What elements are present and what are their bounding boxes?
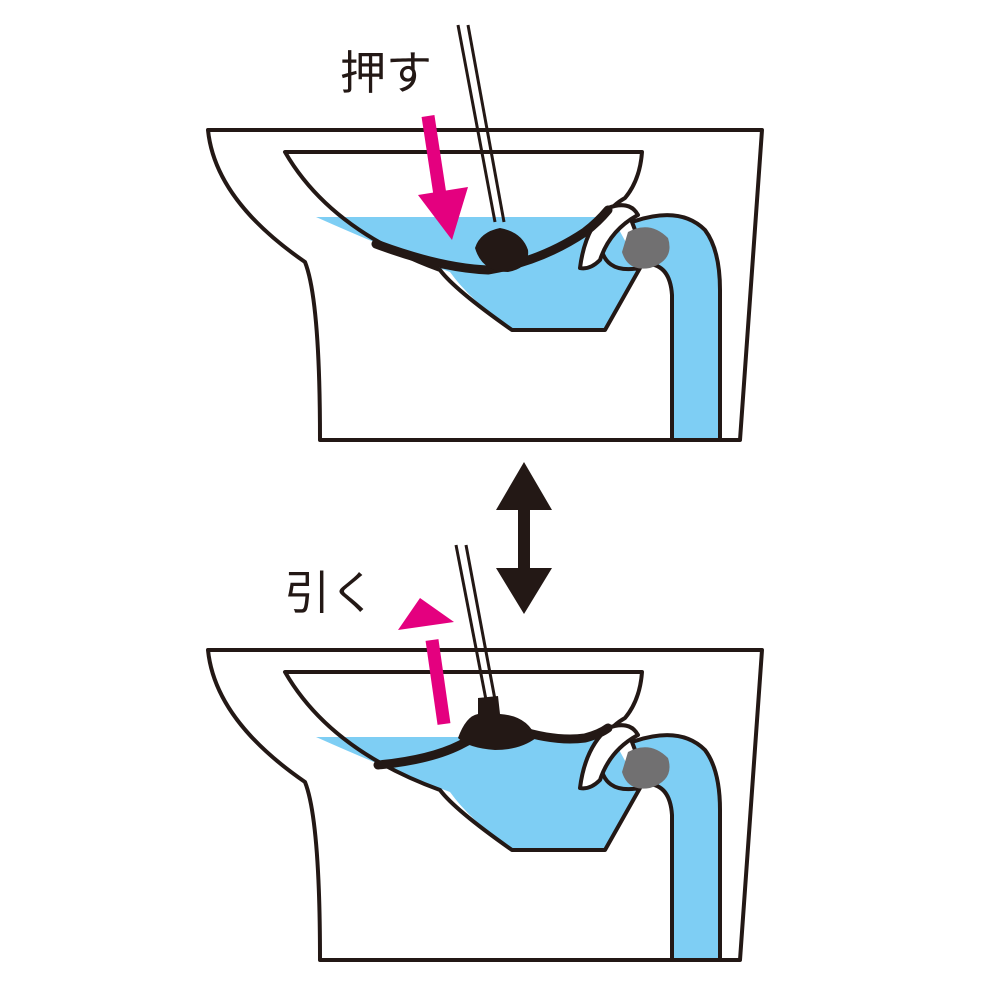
toilet-bottom [206, 544, 764, 962]
plunger-handle-top-a [456, 24, 497, 223]
plunger-knob-bottom [458, 696, 536, 750]
plunger-handle-top-b [466, 24, 506, 223]
pull-label: 引く [284, 566, 376, 620]
plunger-knob-top [475, 228, 529, 272]
cycle-arrow-icon [496, 462, 552, 614]
push-label: 押す [340, 46, 432, 100]
plunger-handle-bottom-a [454, 544, 489, 706]
pull-arrow-icon [398, 598, 454, 725]
toilet-top [206, 24, 764, 442]
plunger-handle-bottom-b [464, 544, 498, 706]
push-arrow-icon [418, 115, 468, 240]
